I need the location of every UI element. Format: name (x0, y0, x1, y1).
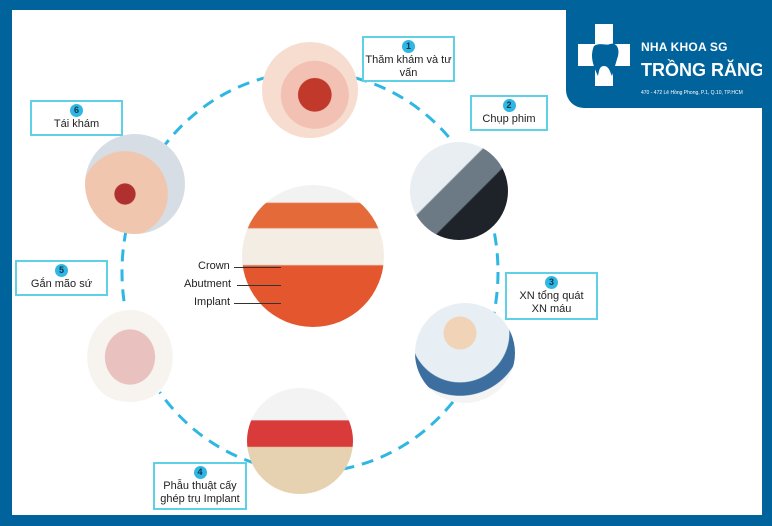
abutment-pointer-line (237, 285, 281, 286)
step-3-box: 3 XN tổng quát XN máu (505, 272, 598, 320)
step-number-badge: 3 (545, 276, 558, 289)
step-label: Chụp phim (482, 113, 536, 125)
label-abutment: Abutment (184, 278, 232, 290)
tooth-cross-icon (578, 24, 630, 86)
photo-porcelain-crown (80, 302, 180, 402)
step-6-box: 6 Tái khám (30, 100, 123, 136)
step-4-box: 4 Phẫu thuật cấy ghép trụ Implant (153, 462, 247, 510)
infographic: NHA KHOA SG TRỒNG RĂNG 470 - 472 Lê Hồng… (12, 10, 762, 515)
step-2-box: 2 Chụp phim (470, 95, 548, 131)
step-label: XN tổng quát (519, 290, 584, 302)
label-implant: Implant (194, 296, 231, 308)
step-number-badge: 6 (70, 104, 83, 117)
photo-implant-surgery (247, 388, 353, 494)
step-1-box: 1 Thăm khám và tư vấn (362, 36, 455, 82)
step-number-badge: 5 (55, 264, 68, 277)
implant-pointer-line (234, 303, 281, 304)
photo-follow-up (85, 134, 185, 234)
step-label: Tái khám (53, 118, 100, 130)
brand-name-line1: NHA KHOA SG (641, 40, 728, 54)
brand-logo: NHA KHOA SG TRỒNG RĂNG 470 - 472 Lê Hồng… (566, 10, 762, 108)
step-label: Gắn mão sứ (30, 278, 93, 290)
crown-pointer-line (234, 267, 281, 268)
step-5-box: 5 Gắn mão sứ (15, 260, 108, 296)
label-crown: Crown (198, 260, 230, 272)
step-number-badge: 2 (502, 99, 516, 112)
step-label-line2: XN máu (531, 303, 572, 315)
step-label: Phẫu thuật cấy ghép trụ Implant (160, 480, 240, 505)
brand-address: 470 - 472 Lê Hồng Phong, P.1, Q.10, TP.H… (641, 90, 743, 96)
step-number-badge: 4 (193, 466, 207, 479)
photo-doctor-lab (415, 303, 515, 403)
photo-xray (410, 142, 508, 240)
photo-implant-diagram (242, 185, 384, 327)
step-label: Thăm khám và tư vấn (365, 54, 452, 79)
brand-name-line2: TRỒNG RĂNG (641, 60, 762, 80)
photo-dental-exam (262, 42, 358, 138)
step-number-badge: 1 (402, 40, 415, 53)
